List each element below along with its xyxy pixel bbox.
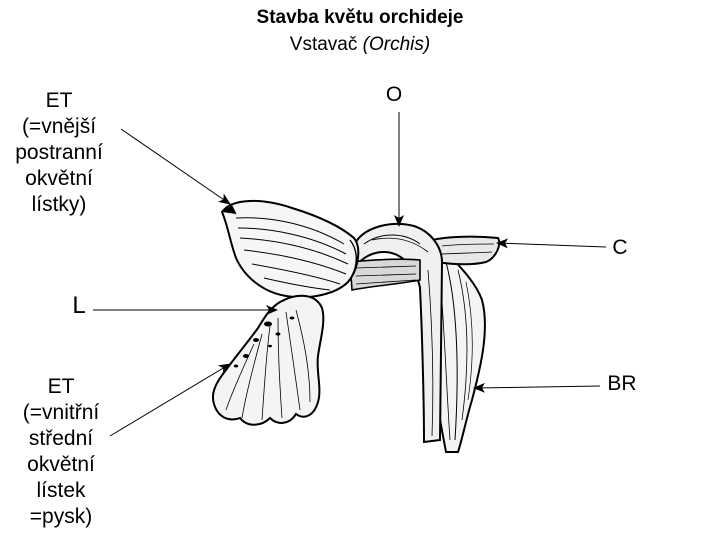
label-et-outer: ET (=vnější postranní okvětní lístky) bbox=[4, 88, 114, 218]
subtitle-latin-name: (Orchis) bbox=[362, 34, 431, 55]
label-l: L bbox=[72, 292, 86, 319]
label-c: C bbox=[612, 236, 628, 259]
label-et-inner-line: =pysk) bbox=[29, 505, 93, 528]
label-et-inner-line: střední bbox=[28, 427, 94, 450]
label-et-outer-line: okvětní bbox=[25, 167, 93, 190]
label-et-outer-line: (=vnější bbox=[21, 115, 97, 138]
label-et-inner-line: (=vnitřní bbox=[22, 401, 100, 424]
leader-line-et-inner bbox=[109, 363, 231, 437]
label-et-outer-letter: ET bbox=[45, 89, 73, 112]
label-et-outer-line: lístky) bbox=[31, 193, 87, 216]
diagram-subtitle: Vstavač (Orchis) bbox=[0, 34, 720, 56]
label-et-outer-line: postranní bbox=[15, 141, 103, 164]
column bbox=[349, 258, 421, 291]
leader-line-br bbox=[473, 382, 601, 393]
leader-line-et-outer bbox=[120, 128, 231, 205]
label-et-inner-line: okvětní bbox=[27, 453, 95, 476]
ovary bbox=[353, 223, 444, 444]
label-et-inner-letter: ET bbox=[47, 375, 75, 398]
diagram-title: Stavba květu orchideje bbox=[256, 7, 464, 28]
outer-sepals bbox=[220, 199, 360, 299]
label-et-inner-line: lístek bbox=[36, 479, 86, 502]
label-o: O bbox=[385, 83, 403, 106]
spur bbox=[430, 235, 501, 266]
leader-line-c bbox=[496, 238, 607, 249]
labellum bbox=[212, 294, 325, 426]
subtitle-common-name: Vstavač bbox=[289, 34, 358, 55]
label-et-inner: ET (=vnitřní střední okvětní lístek =pys… bbox=[6, 374, 116, 530]
label-br: BR bbox=[607, 372, 637, 395]
leader-lines bbox=[93, 112, 607, 437]
